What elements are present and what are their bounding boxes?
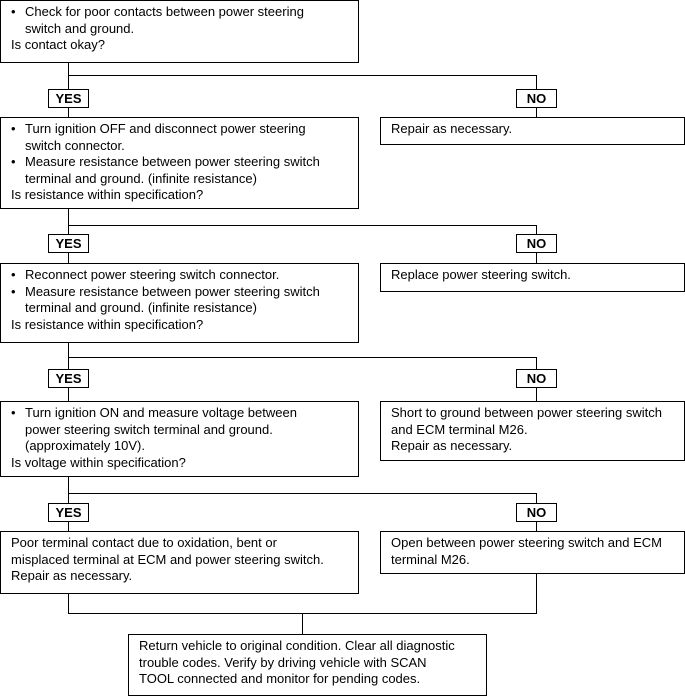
final-box: Return vehicle to original condition. Cl…	[128, 634, 487, 696]
bullet-icon: •	[11, 283, 16, 299]
no-label: NO	[516, 234, 557, 253]
connector	[68, 357, 536, 358]
step-2-no-box: Repair as necessary.	[380, 117, 685, 145]
bullet-icon: •	[11, 121, 16, 136]
question: Is resistance within specification?	[11, 316, 204, 332]
yes-label: YES	[48, 89, 89, 108]
step-5-yes-box: Poor terminal contact due to oxidation, …	[0, 531, 359, 594]
bullet-icon: •	[11, 4, 16, 19]
step-3-box: •Reconnect power steering switch connect…	[0, 263, 359, 343]
connector	[68, 593, 69, 613]
step-3-no-box: Replace power steering switch.	[380, 263, 685, 292]
step-4-box: •Turn ignition ON and measure voltage be…	[0, 401, 359, 477]
yes-label: YES	[48, 503, 89, 522]
bullet-icon: •	[11, 405, 16, 420]
connector	[68, 75, 536, 76]
step-5-no-box: Open between power steering switch and E…	[380, 531, 685, 574]
step-1-box: •Check for poor contacts between power s…	[0, 0, 359, 63]
bullet-icon: •	[11, 154, 16, 169]
step-4-no-box: Short to ground between power steering s…	[380, 401, 685, 461]
bullet-icon: •	[11, 267, 16, 282]
yes-label: YES	[48, 369, 89, 388]
question: Is voltage within specification?	[11, 454, 186, 470]
yes-label: YES	[48, 234, 89, 253]
no-label: NO	[516, 503, 557, 522]
connector	[536, 573, 537, 613]
step-2-box: •Turn ignition OFF and disconnect power …	[0, 117, 359, 209]
no-label: NO	[516, 89, 557, 108]
question: Is contact okay?	[11, 37, 105, 52]
question: Is resistance within specification?	[11, 187, 204, 202]
connector	[68, 225, 536, 226]
connector	[302, 613, 303, 635]
no-label: NO	[516, 369, 557, 388]
connector	[68, 493, 536, 494]
